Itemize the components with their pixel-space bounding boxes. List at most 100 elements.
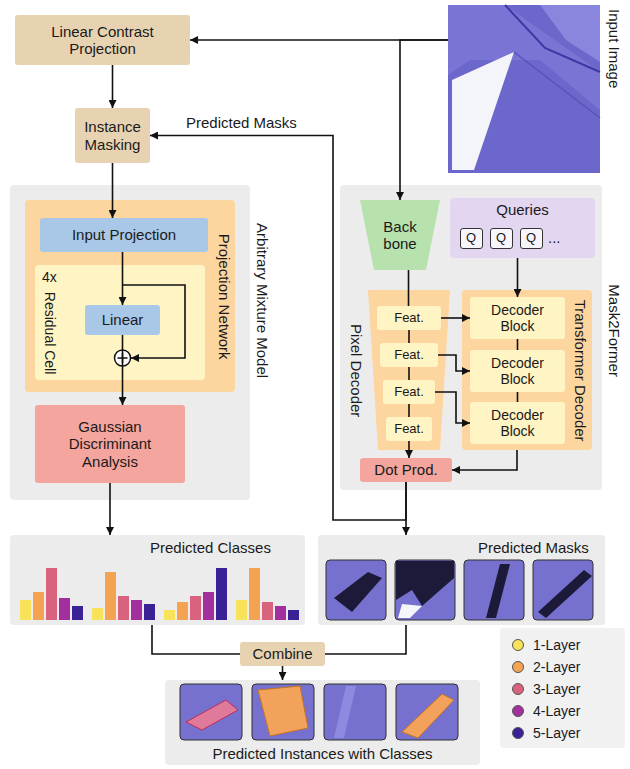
panel-fill	[10, 535, 305, 625]
network-group: Projection NetworkInput Projection4xResi…	[25, 200, 235, 392]
node-label: Back bone	[380, 218, 420, 253]
panel-fill	[165, 680, 480, 765]
process-box: Linear Contrast Projection	[15, 15, 190, 65]
connector	[441, 317, 470, 319]
connector	[112, 163, 114, 218]
instance-overlay	[402, 694, 454, 738]
panel-fill	[25, 200, 235, 392]
connector	[405, 482, 407, 535]
node-label: Input Projection	[72, 226, 176, 243]
node-label: Feat.	[394, 422, 424, 437]
legend-swatch	[512, 705, 524, 717]
legend-text: 3-Layer	[533, 681, 580, 697]
node-label: Dot Prod.	[374, 461, 437, 478]
thumbnail	[324, 684, 386, 740]
decoder-block: Decoder Block	[470, 402, 565, 444]
connector	[435, 392, 470, 423]
connector	[152, 625, 240, 654]
node-label: Linear	[102, 311, 144, 328]
node-label: Instance Masking	[78, 118, 148, 153]
node-label: Predicted Classes	[150, 539, 271, 556]
node-label: Feat.	[394, 348, 424, 363]
trapezoid-shape	[360, 200, 440, 270]
panel-fill	[35, 265, 205, 380]
residual-cell: 4xResidual CellLinear	[35, 265, 205, 380]
node-label: Linear Contrast Projection	[38, 23, 168, 58]
connector	[408, 270, 410, 306]
feature-box: Feat.	[386, 417, 432, 441]
legend-row: 2-Layer	[512, 659, 580, 675]
module-panel: Arbitrary Mixture ModelProjection Networ…	[10, 185, 250, 500]
connector	[408, 404, 410, 417]
process-box: Combine	[240, 642, 325, 666]
layer-box: Input Projection	[40, 218, 208, 252]
instance-overlay	[186, 700, 238, 730]
bar	[275, 606, 286, 620]
thumbnail	[396, 684, 458, 740]
mask-shape	[334, 572, 382, 612]
connector	[400, 40, 448, 200]
layer-box: Linear	[85, 305, 160, 335]
node-label: Q	[466, 231, 476, 246]
instance-overlay	[334, 686, 356, 738]
mask-shape	[486, 564, 510, 618]
node-label: Decoder Block	[488, 407, 548, 439]
legend-text: 4-Layer	[533, 703, 580, 719]
panel-fill	[10, 185, 250, 500]
legend-row: 3-Layer	[512, 681, 580, 697]
class-bar-charts	[20, 568, 299, 620]
image-edge	[514, 52, 600, 118]
panel-title: Mask2Former	[605, 284, 622, 377]
decoder-group: Transformer DecoderDecoder BlockDecoder …	[462, 290, 592, 450]
connector	[408, 441, 410, 458]
connector	[122, 335, 124, 405]
output-panel: Predicted Masks	[318, 535, 605, 625]
connector	[325, 625, 406, 654]
legend-swatch	[512, 661, 524, 673]
connector	[438, 355, 470, 371]
panel-title: Arbitrary Mixture Model	[253, 223, 270, 378]
thumbnail	[395, 560, 455, 620]
output-panel: Predicted Classes	[10, 535, 305, 625]
process-box: Gaussian Discriminant Analysis	[35, 405, 185, 483]
mask-shape	[396, 561, 454, 606]
bar	[59, 598, 70, 620]
connector	[109, 483, 111, 535]
output-panel: Predicted Instances with Classes	[165, 680, 480, 765]
node-label: Gaussian Discriminant Analysis	[50, 418, 170, 470]
trapezoid-fill	[368, 290, 450, 450]
bar	[105, 572, 116, 620]
node-label: Feat.	[394, 385, 424, 400]
query-token: Q	[460, 228, 483, 249]
legend-swatch	[512, 683, 524, 695]
legend-box: 1-Layer2-Layer3-Layer4-Layer5-Layer	[500, 628, 625, 748]
bar	[190, 596, 201, 620]
feature-box: Feat.	[377, 306, 441, 330]
legend-swatch	[512, 727, 524, 739]
mask-shape	[538, 570, 592, 618]
node-label: Queries	[450, 201, 595, 218]
panel-fill	[318, 535, 605, 625]
connector	[517, 392, 519, 402]
node-label: Decoder Block	[488, 302, 548, 334]
feature-box: Feat.	[380, 343, 438, 367]
process-box: Dot Prod.	[360, 458, 452, 482]
node-label: Combine	[252, 645, 312, 662]
bar	[144, 604, 155, 620]
legend-row: 5-Layer	[512, 725, 580, 741]
bar	[20, 600, 31, 620]
panel-fill	[462, 290, 592, 450]
bar	[164, 610, 175, 620]
process-box: Instance Masking	[75, 108, 150, 163]
panel-fill	[340, 185, 602, 490]
node-label: Decoder Block	[488, 355, 548, 387]
node-label: Feat.	[394, 311, 424, 326]
decoder-trapezoid: Pixel DecoderFeat.Feat.Feat.Feat.	[368, 290, 450, 450]
queries-box: QueriesQQQ	[450, 198, 595, 258]
legend-text: 2-Layer	[533, 659, 580, 675]
connector	[282, 666, 284, 680]
bar	[249, 568, 260, 620]
instance-overlay	[258, 686, 308, 736]
panel-title: Pixel Decoder	[348, 323, 365, 416]
